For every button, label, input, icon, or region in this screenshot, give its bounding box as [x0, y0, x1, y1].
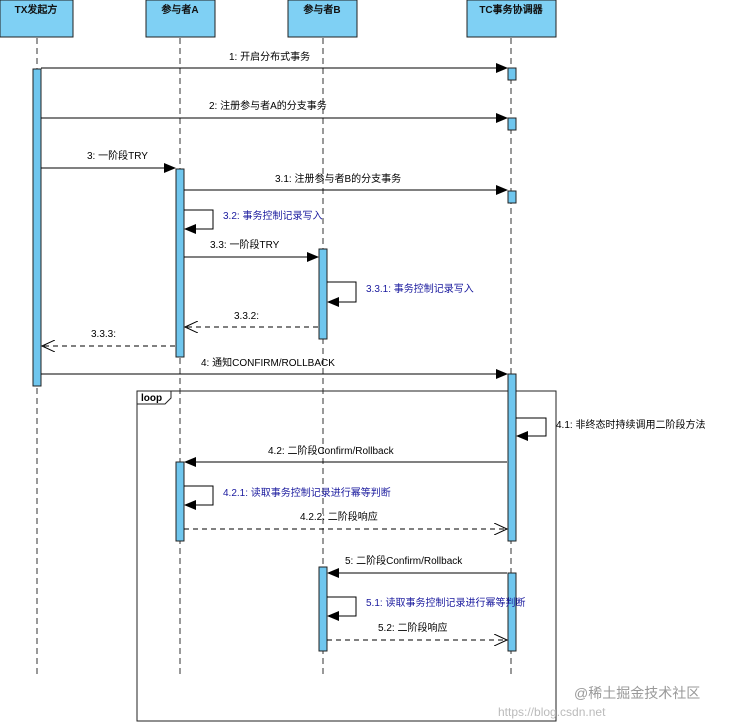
message-3-1-label: 3.1: 注册参与者B的分支事务: [275, 172, 401, 185]
message-4-2: 4.2: 二阶段Confirm/Rollback: [184, 444, 507, 467]
activation-b-2: [318, 566, 328, 652]
loop-label: loop: [141, 393, 162, 404]
message-3-label: 3: 一阶段TRY: [87, 149, 148, 162]
activation-tc-5: [507, 572, 517, 652]
activation-b-1: [318, 248, 328, 340]
message-4-2-2-label: 4.2.2: 二阶段响应: [300, 510, 378, 523]
activation-tc-2: [507, 117, 517, 131]
message-5-2: 5.2: 二阶段响应: [327, 621, 507, 640]
message-4-2-1-label: 4.2.1: 读取事务控制记录进行幂等判断: [223, 486, 391, 499]
message-3-3-3-label: 3.3.3:: [91, 329, 116, 340]
message-4-1: 4.1: 非终态时持续调用二阶段方法: [516, 417, 705, 441]
message-3-3-label: 3.3: 一阶段TRY: [210, 238, 280, 251]
participant-tc-label: TC事务协调器: [479, 3, 543, 16]
participant-tx: TX发起方: [0, 0, 74, 38]
participant-b-label: 参与者B: [303, 3, 340, 16]
watermark-url: https://blog.csdn.net: [498, 705, 606, 719]
loop-frame: loop: [136, 390, 557, 722]
watermark-site: @稀土掘金技术社区: [574, 685, 700, 701]
participant-a: 参与者A: [145, 0, 216, 38]
message-3-3-2-label: 3.3.2:: [234, 311, 259, 322]
message-3-3: 3.3: 一阶段TRY: [184, 238, 319, 262]
message-5: 5: 二阶段Confirm/Rollback: [327, 554, 507, 578]
message-3: 3: 一阶段TRY: [41, 149, 176, 173]
message-5-label: 5: 二阶段Confirm/Rollback: [345, 554, 463, 567]
message-3-3-3: 3.3.3:: [42, 329, 175, 346]
message-5-1: 5.1: 读取事务控制记录进行幂等判断: [327, 596, 525, 621]
message-1: 1: 开启分布式事务: [41, 50, 508, 73]
message-3-3-1: 3.3.1: 事务控制记录写入: [327, 281, 474, 307]
message-4-2-2: 4.2.2: 二阶段响应: [184, 510, 507, 529]
participant-b: 参与者B: [287, 0, 358, 38]
participant-tx-label: TX发起方: [15, 3, 58, 16]
message-2: 2: 注册参与者A的分支事务: [41, 99, 508, 123]
activation-a-2: [175, 461, 185, 542]
message-3-1: 3.1: 注册参与者B的分支事务: [184, 172, 508, 195]
message-3-3-1-label: 3.3.1: 事务控制记录写入: [366, 282, 474, 295]
message-4: 4: 通知CONFIRM/ROLLBACK: [41, 356, 508, 379]
activation-tc-3: [507, 190, 517, 204]
activation-tx: [32, 68, 42, 387]
message-4-label: 4: 通知CONFIRM/ROLLBACK: [201, 356, 335, 369]
message-5-1-label: 5.1: 读取事务控制记录进行幂等判断: [366, 596, 525, 609]
message-3-2: 3.2: 事务控制记录写入: [184, 209, 322, 234]
participant-tc: TC事务协调器: [466, 0, 557, 38]
message-5-2-label: 5.2: 二阶段响应: [378, 621, 447, 634]
message-3-3-2: 3.3.2:: [185, 311, 318, 327]
message-4-2-label: 4.2: 二阶段Confirm/Rollback: [268, 444, 395, 457]
message-4-2-1: 4.2.1: 读取事务控制记录进行幂等判断: [184, 485, 391, 510]
message-4-1-label: 4.1: 非终态时持续调用二阶段方法: [556, 418, 705, 431]
activation-tc-1: [507, 67, 517, 81]
message-1-label: 1: 开启分布式事务: [229, 50, 310, 63]
participant-a-label: 参与者A: [161, 3, 198, 16]
activation-a-1: [175, 168, 185, 358]
message-2-label: 2: 注册参与者A的分支事务: [209, 99, 327, 112]
activation-tc-4: [507, 373, 517, 542]
message-3-2-label: 3.2: 事务控制记录写入: [223, 209, 322, 222]
